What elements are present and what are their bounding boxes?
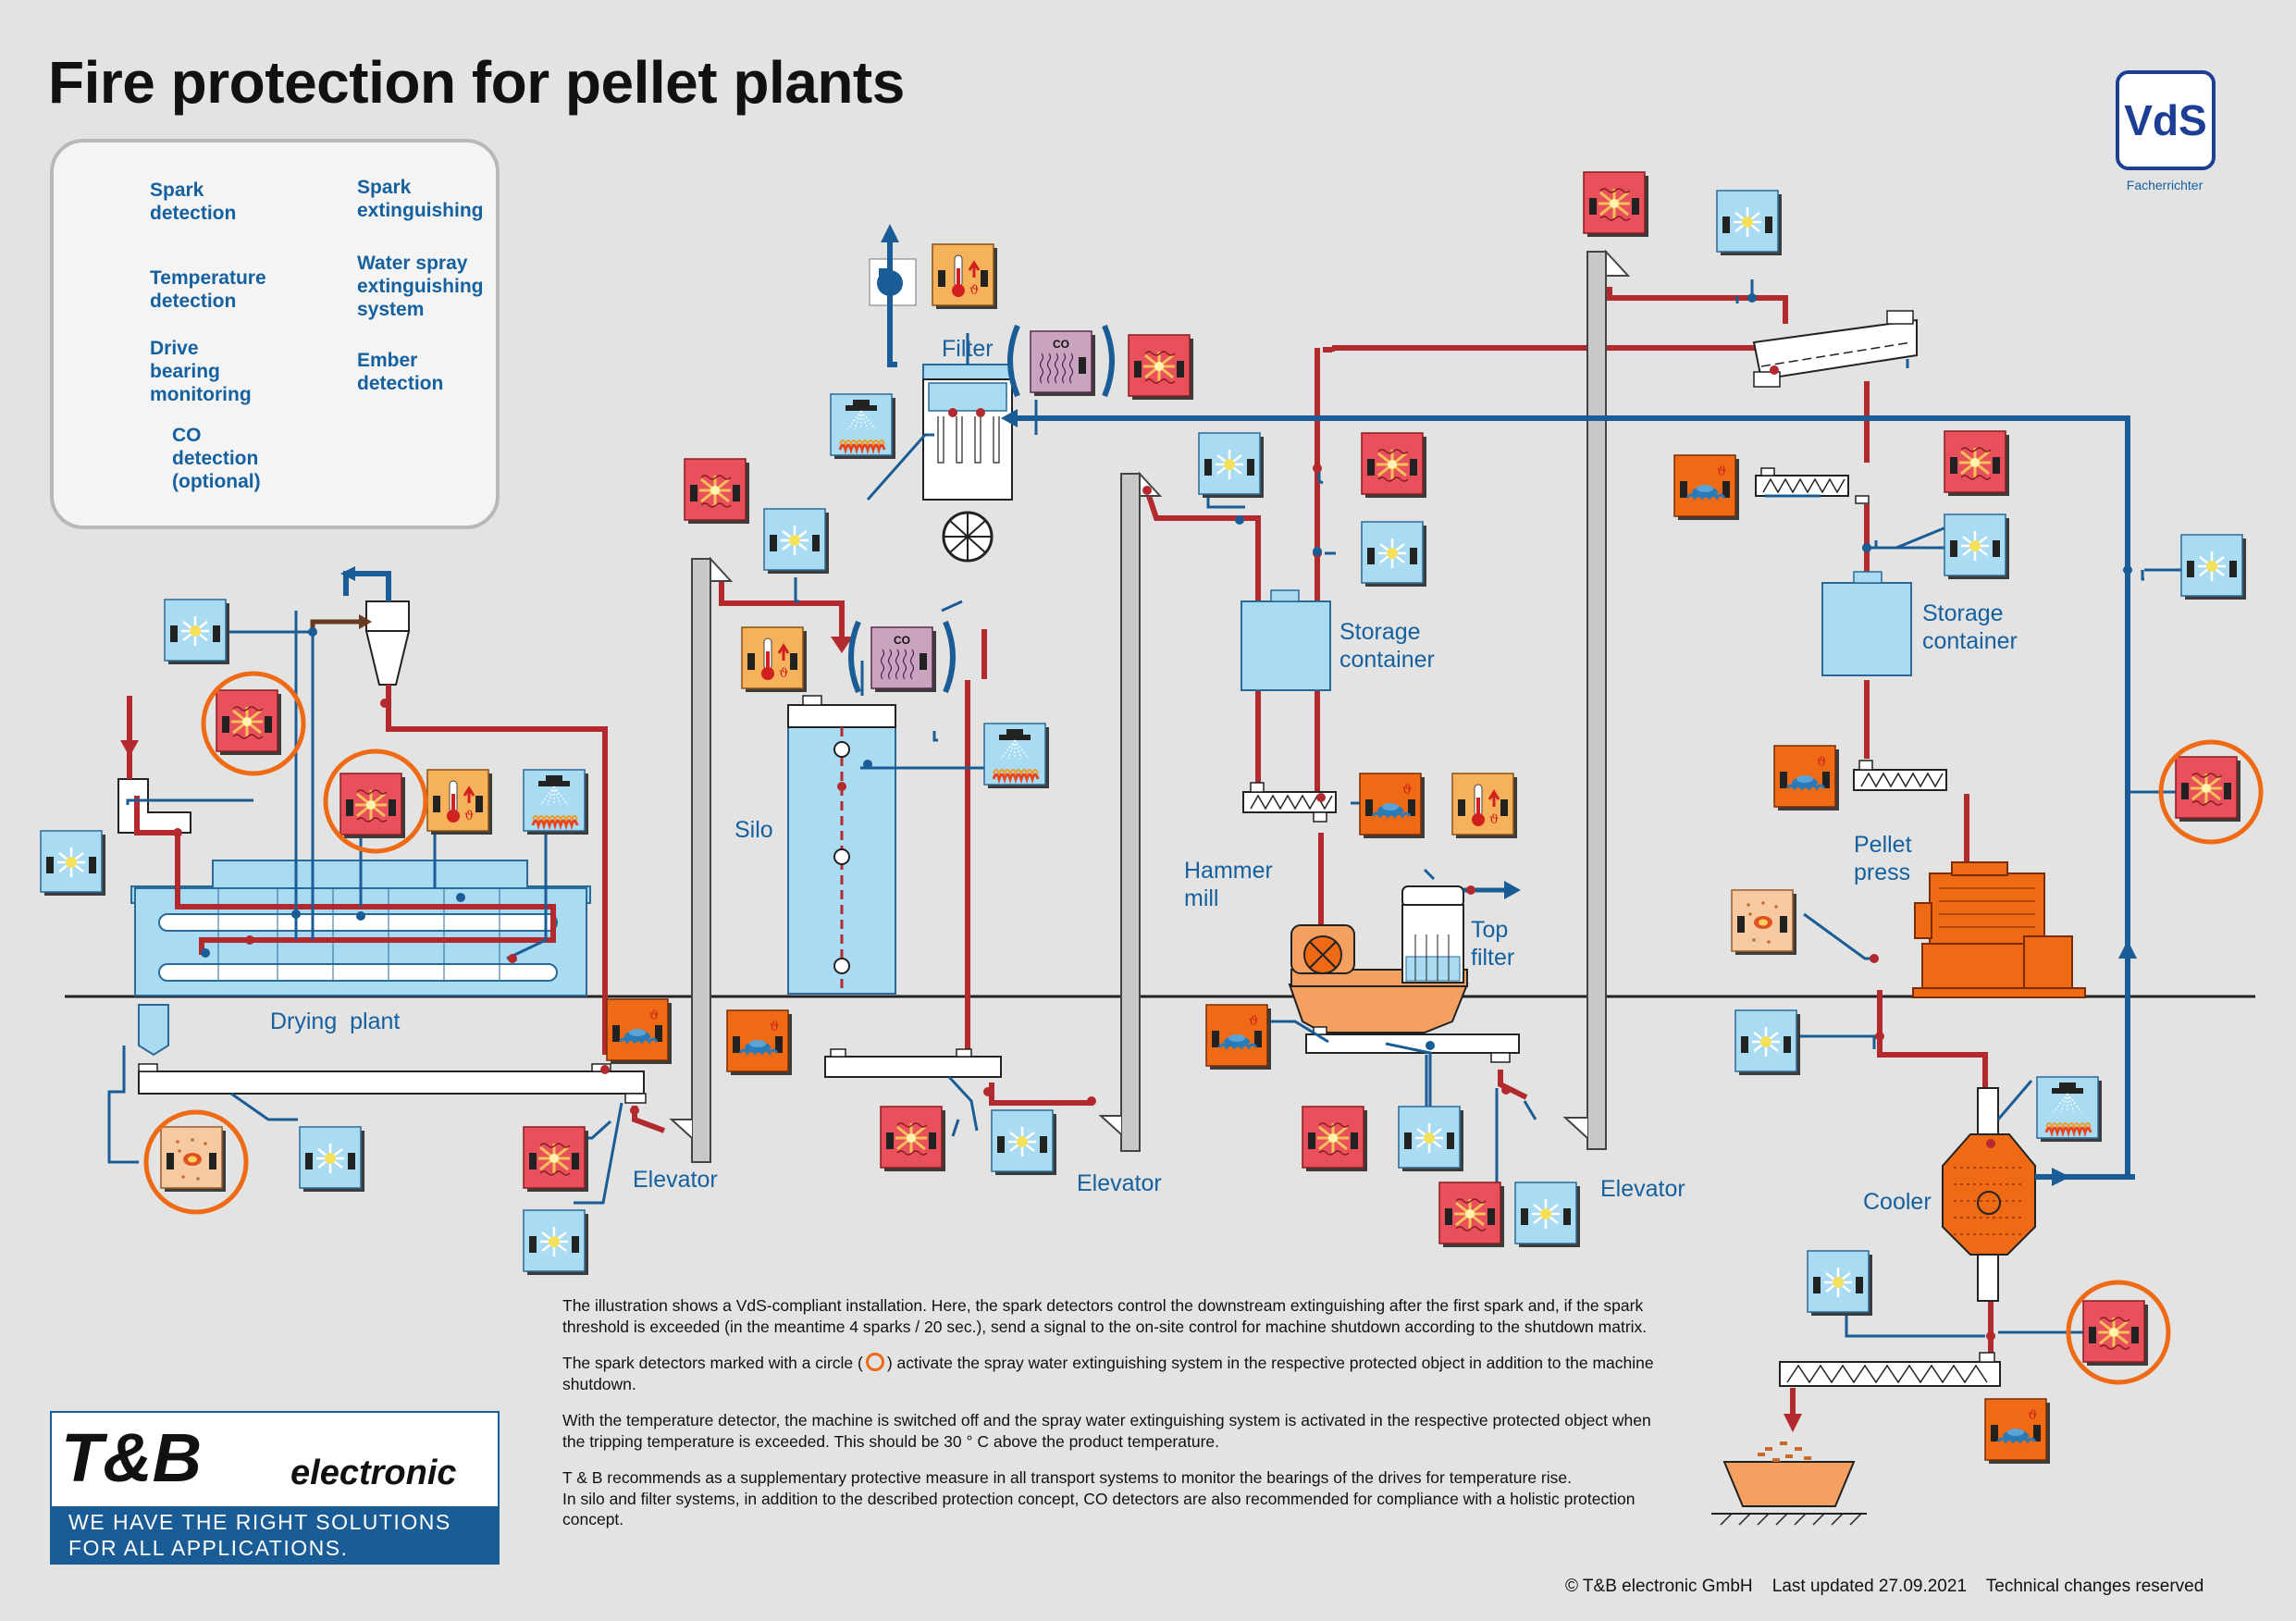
label-top-filter: Top filter (1471, 917, 1515, 971)
ring-icon (865, 1353, 884, 1371)
legend-label-co: CO detection (optional) (172, 425, 261, 492)
label-elevator-3: Elevator (1600, 1176, 1685, 1202)
label-hammer-mill: Hammer mill (1184, 858, 1273, 911)
shutdown-highlight-rings (143, 671, 2264, 1385)
label-storage-container-2: Storage container (1922, 600, 2018, 654)
label-elevator-1: Elevator (633, 1167, 718, 1193)
legend-label-spark-extinguishing: Spark extinguishing (357, 177, 484, 221)
sieve (1752, 310, 1918, 504)
label-silo: Silo (734, 817, 773, 843)
pellet-press (1912, 861, 2086, 998)
label-drying-plant: Drying plant (270, 1008, 401, 1034)
brand-sub: electronic (290, 1454, 457, 1492)
label-cooler: Cooler (1863, 1189, 1932, 1215)
storage-container-1 (1241, 589, 1337, 823)
vds-caption: Facherrichter (2126, 178, 2203, 192)
brand-name: T&B (61, 1419, 203, 1496)
note-5: In silo and filter systems, in addition … (562, 1489, 1636, 1529)
footer: © T&B electronic GmbH Last updated 27.09… (1565, 1577, 2204, 1596)
brand-box: T&B electronic WE HAVE THE RIGHT SOLUTIO… (50, 1411, 500, 1565)
elevators (669, 249, 1631, 1163)
label-elevator-2: Elevator (1077, 1170, 1162, 1196)
cooler (1711, 1087, 2036, 1526)
note-3: With the temperature detector, the machi… (562, 1411, 1651, 1451)
signal-dots (201, 293, 2132, 1050)
silo (787, 637, 1002, 1078)
notes: The illustration shows a VdS-compliant i… (562, 1295, 1673, 1546)
vds-logo: VdS (2116, 70, 2216, 170)
air-ducts (343, 241, 2135, 1180)
note-1: The illustration shows a VdS-compliant i… (562, 1296, 1648, 1336)
legend-label-ember: Ember detection (357, 350, 444, 394)
note-2: The spark detectors marked with a circle… (562, 1353, 1654, 1393)
legend-panel (50, 139, 500, 529)
legend-label-water-spray: Water spray extinguishing system (357, 253, 484, 320)
note-4: T & B recommends as a supplementary prot… (562, 1468, 1572, 1487)
label-filter: Filter (942, 336, 994, 362)
page-title: Fire protection for pellet plants (48, 49, 905, 116)
hammer-mill (1288, 881, 1521, 1063)
legend-label-spark-detection: Spark detection (150, 179, 237, 224)
label-pellet-press: Pellet press (1854, 832, 1912, 885)
legend-label-temperature: Temperature detection (150, 267, 266, 312)
label-storage-container-1: Storage container (1339, 619, 1435, 673)
legend-label-drive-bearing: Drive bearing monitoring (150, 338, 252, 405)
brand-slogan-bar: WE HAVE THE RIGHT SOLUTIONS FOR ALL APPL… (52, 1506, 498, 1563)
storage-container-2 (1821, 571, 1947, 791)
brand-slogan: WE HAVE THE RIGHT SOLUTIONS FOR ALL APPL… (68, 1510, 451, 1560)
